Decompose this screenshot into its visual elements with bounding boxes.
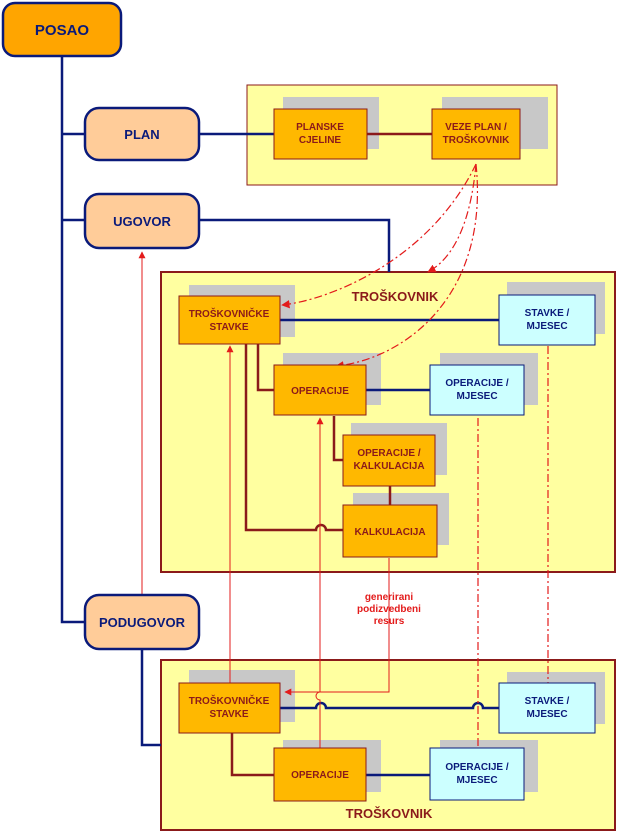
operacije-mjesec-top-line1: OPERACIJE / <box>445 378 509 389</box>
ts-top-line2: STAVKE <box>209 322 248 333</box>
darkred-connectors <box>230 132 432 777</box>
node-ts-bottom[interactable]: TROŠKOVNIČKE STAVKE <box>178 682 281 734</box>
annotation-line1: generirani <box>365 592 414 603</box>
operacije-mjesec-bottom-line2: MJESEC <box>456 775 497 786</box>
planske-cjeline-line1: PLANSKE <box>296 122 344 133</box>
plan-label: PLAN <box>124 127 159 142</box>
node-ts-top[interactable]: TROŠKOVNIČKE STAVKE <box>178 295 281 345</box>
node-planske-cjeline[interactable]: PLANSKE CJELINE <box>273 108 368 160</box>
annotation-line3: resurs <box>374 616 405 627</box>
node-veze-plan[interactable]: VEZE PLAN / TROŠKOVNIK <box>431 108 521 160</box>
node-operacije-kalkulacija[interactable]: OPERACIJE / KALKULACIJA <box>342 434 436 487</box>
ugovor-label: UGOVOR <box>113 214 171 229</box>
node-stavke-mjesec-top[interactable]: STAVKE / MJESEC <box>498 294 596 346</box>
node-posao[interactable]: POSAO <box>1 1 123 58</box>
dashdot-links <box>281 163 549 748</box>
posao-label: POSAO <box>35 22 90 39</box>
stavke-mjesec-bottom-line2: MJESEC <box>526 709 567 720</box>
ts-top-line1: TROŠKOVNIČKE <box>189 307 270 320</box>
annotation-line2: podizvedbeni <box>357 604 421 615</box>
node-operacije-bottom[interactable]: OPERACIJE <box>273 747 367 802</box>
operacije-mjesec-top-line2: MJESEC <box>456 391 497 402</box>
kalkulacija-label: KALKULACIJA <box>354 527 425 538</box>
veze-plan-line1: VEZE PLAN / <box>445 122 507 133</box>
troskovnik-top-title: TROŠKOVNIK <box>352 289 439 304</box>
planske-cjeline-line2: CJELINE <box>299 135 342 146</box>
node-stavke-mjesec-bottom[interactable]: STAVKE / MJESEC <box>498 682 596 734</box>
red-arrows <box>138 251 390 748</box>
operacije-bottom-label: OPERACIJE <box>291 770 349 781</box>
stavke-mjesec-top-line2: MJESEC <box>526 321 567 332</box>
operacije-mjesec-bottom-line1: OPERACIJE / <box>445 762 509 773</box>
stavke-mjesec-top-line1: STAVKE / <box>525 308 570 319</box>
node-operacije-mjesec-top[interactable]: OPERACIJE / MJESEC <box>429 364 525 416</box>
operacije-kalkulacija-line1: OPERACIJE / <box>357 448 421 459</box>
operacije-top-label: OPERACIJE <box>291 386 349 397</box>
ts-bottom-line2: STAVKE <box>209 709 248 720</box>
node-ugovor[interactable]: UGOVOR <box>83 192 201 250</box>
operacije-kalkulacija-line2: KALKULACIJA <box>353 461 424 472</box>
veze-plan-line2: TROŠKOVNIK <box>443 133 510 146</box>
troskovnik-bottom-title: TROŠKOVNIK <box>346 806 433 821</box>
node-podugovor[interactable]: PODUGOVOR <box>83 593 201 651</box>
ts-bottom-line1: TROŠKOVNIČKE <box>189 694 270 707</box>
podugovor-label: PODUGOVOR <box>99 615 186 630</box>
node-plan[interactable]: PLAN <box>83 106 201 162</box>
node-operacije-top[interactable]: OPERACIJE <box>273 364 367 416</box>
node-operacije-mjesec-bottom[interactable]: OPERACIJE / MJESEC <box>429 747 525 801</box>
annotation-generirani: generirani podizvedbeni resurs <box>357 592 421 627</box>
stavke-mjesec-bottom-line1: STAVKE / <box>525 696 570 707</box>
node-kalkulacija[interactable]: KALKULACIJA <box>342 504 438 558</box>
navy-connectors <box>60 56 499 777</box>
